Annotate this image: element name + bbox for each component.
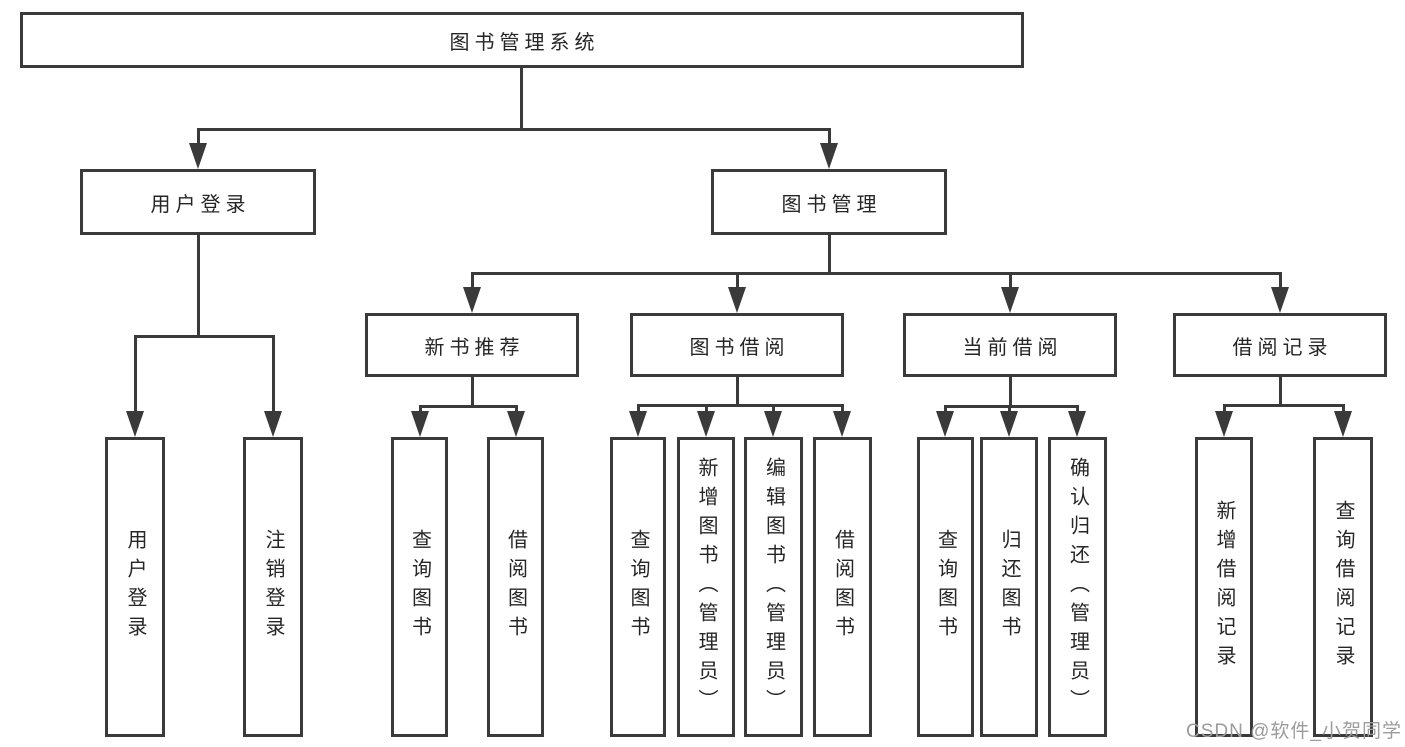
arrowhead-icon bbox=[629, 411, 647, 437]
node-new-book-recommend: 新书推荐 bbox=[365, 313, 579, 377]
connector-line bbox=[828, 128, 831, 150]
node-book-management: 图书管理 bbox=[711, 169, 947, 235]
node-book-borrowing: 图书借阅 bbox=[630, 313, 844, 377]
leaf-records-add-label: 新增借阅记录 bbox=[1213, 500, 1235, 674]
arrowhead-icon bbox=[820, 143, 838, 169]
leaf-newbooks-query: 查询图书 bbox=[391, 437, 448, 737]
connector-line bbox=[1223, 404, 1226, 416]
leaf-borrowing-add-admin-label: 新增图书（管理员） bbox=[695, 456, 717, 718]
connector-line bbox=[134, 335, 137, 417]
arrowhead-icon bbox=[411, 411, 429, 437]
arrowhead-icon bbox=[764, 411, 782, 437]
connector-line bbox=[1009, 377, 1012, 408]
leaf-borrowing-borrow: 借阅图书 bbox=[813, 437, 872, 737]
csdn-watermark: CSDN @软件_小贺同学 bbox=[1186, 721, 1402, 742]
arrowhead-icon bbox=[264, 411, 282, 437]
connector-line bbox=[828, 235, 831, 275]
leaf-current-confirm-admin-label: 确认归还（管理员） bbox=[1066, 456, 1089, 718]
connector-line bbox=[197, 128, 200, 150]
leaf-logout-label: 注销登录 bbox=[262, 529, 284, 645]
node-book-management-label: 图书管理 bbox=[781, 193, 882, 216]
connector-line bbox=[736, 272, 739, 290]
connector-line bbox=[772, 404, 775, 416]
node-new-book-recommend-label: 新书推荐 bbox=[424, 336, 525, 359]
leaf-newbooks-borrow-label: 借阅图书 bbox=[504, 529, 527, 645]
arrowhead-icon bbox=[1068, 411, 1086, 437]
connector-line bbox=[197, 128, 831, 131]
connector-line bbox=[705, 404, 708, 416]
connector-line bbox=[736, 377, 739, 407]
leaf-borrowing-query: 查询图书 bbox=[610, 437, 666, 737]
arrowhead-icon bbox=[126, 411, 144, 437]
node-root-label: 图书管理系统 bbox=[449, 31, 600, 54]
arrowhead-icon bbox=[697, 411, 715, 437]
leaf-records-query-label: 查询借阅记录 bbox=[1332, 500, 1354, 674]
arrowhead-icon bbox=[1001, 287, 1019, 313]
arrowhead-icon bbox=[833, 411, 851, 437]
node-borrow-records-label: 借阅记录 bbox=[1232, 336, 1333, 359]
arrowhead-icon bbox=[507, 411, 525, 437]
leaf-borrowing-query-label: 查询图书 bbox=[627, 529, 649, 645]
node-root: 图书管理系统 bbox=[20, 12, 1024, 68]
arrowhead-icon bbox=[1215, 411, 1233, 437]
connector-line bbox=[1279, 377, 1282, 407]
node-user-login-label: 用户登录 bbox=[150, 193, 251, 216]
arrowhead-icon bbox=[463, 287, 481, 313]
leaf-user-login: 用户登录 bbox=[105, 437, 165, 737]
leaf-current-query: 查询图书 bbox=[917, 437, 974, 737]
leaf-borrowing-edit-admin-label: 编辑图书（管理员） bbox=[762, 456, 785, 718]
leaf-records-query: 查询借阅记录 bbox=[1313, 437, 1373, 737]
connector-line bbox=[1342, 404, 1345, 416]
connector-line bbox=[197, 235, 200, 338]
leaf-current-confirm-admin: 确认归还（管理员） bbox=[1048, 437, 1107, 737]
leaf-records-add: 新增借阅记录 bbox=[1195, 437, 1253, 737]
leaf-borrowing-add-admin: 新增图书（管理员） bbox=[677, 437, 735, 737]
connector-line bbox=[471, 272, 474, 290]
connector-line bbox=[471, 272, 1281, 275]
leaf-current-return: 归还图书 bbox=[980, 437, 1038, 737]
connector-line bbox=[471, 377, 474, 408]
leaf-borrowing-borrow-label: 借阅图书 bbox=[831, 529, 854, 645]
leaf-borrowing-edit-admin: 编辑图书（管理员） bbox=[744, 437, 803, 737]
leaf-user-login-label: 用户登录 bbox=[124, 529, 146, 645]
connector-line bbox=[637, 404, 844, 407]
leaf-current-query-label: 查询图书 bbox=[934, 529, 957, 645]
arrowhead-icon bbox=[1334, 411, 1352, 437]
arrowhead-icon bbox=[1000, 411, 1018, 437]
connector-line bbox=[1009, 272, 1012, 290]
node-current-borrowing-label: 当前借阅 bbox=[962, 336, 1063, 359]
leaf-current-return-label: 归还图书 bbox=[998, 529, 1020, 645]
connector-line bbox=[134, 335, 275, 338]
connector-line bbox=[637, 404, 640, 416]
leaf-newbooks-query-label: 查询图书 bbox=[408, 529, 431, 645]
leaf-logout: 注销登录 bbox=[243, 437, 303, 737]
arrowhead-icon bbox=[189, 143, 207, 169]
arrowhead-icon bbox=[1271, 287, 1289, 313]
node-user-login: 用户登录 bbox=[80, 169, 316, 235]
connector-line bbox=[1223, 404, 1345, 407]
connector-line bbox=[520, 68, 523, 130]
node-borrow-records: 借阅记录 bbox=[1173, 313, 1387, 377]
arrowhead-icon bbox=[728, 287, 746, 313]
connector-line bbox=[841, 404, 844, 416]
node-book-borrowing-label: 图书借阅 bbox=[689, 336, 790, 359]
connector-line bbox=[419, 405, 518, 408]
connector-line bbox=[944, 405, 1079, 408]
leaf-newbooks-borrow: 借阅图书 bbox=[487, 437, 544, 737]
node-current-borrowing: 当前借阅 bbox=[903, 313, 1117, 377]
connector-line bbox=[1279, 272, 1282, 290]
connector-line bbox=[272, 335, 275, 417]
arrowhead-icon bbox=[936, 411, 954, 437]
